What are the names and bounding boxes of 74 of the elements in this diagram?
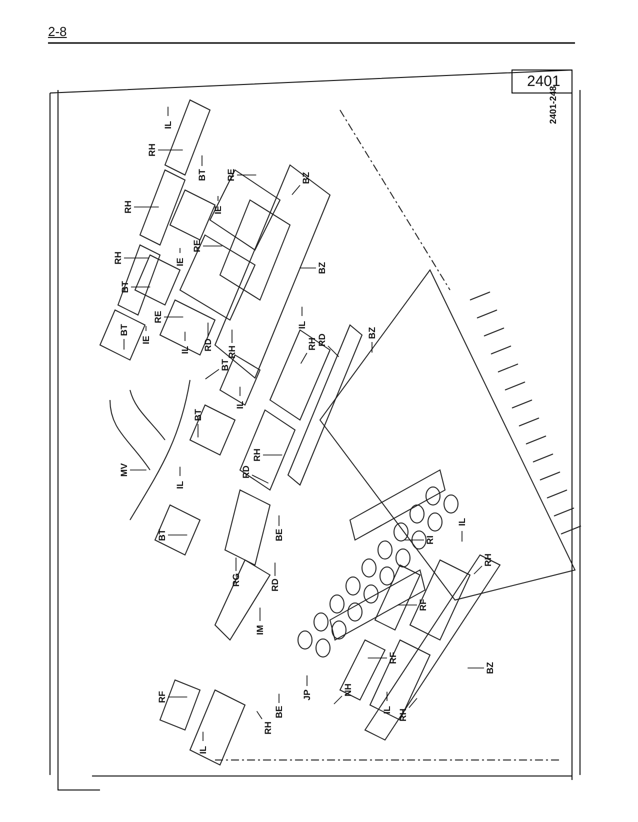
callout-label: IL [297, 321, 307, 329]
leader-line [397, 604, 418, 606]
callout-label: RD [270, 578, 280, 592]
leader-line [256, 710, 262, 720]
callout-label: JP [302, 690, 312, 700]
callout-label: IL [163, 121, 173, 129]
leader-line [252, 474, 269, 484]
callout-label: IE [213, 206, 223, 214]
callout-label: IE [141, 336, 151, 344]
callout-label: BZ [301, 172, 311, 184]
leader-line [130, 286, 151, 288]
callout-label: RE [153, 310, 163, 324]
callout-label: RD [203, 338, 213, 352]
callout-label: IL [175, 481, 185, 489]
callout-label: BT [197, 169, 207, 181]
leader-line [236, 174, 257, 176]
leader-line [262, 454, 283, 456]
callout-label: RH [113, 252, 123, 264]
callout-label: BT [193, 409, 203, 421]
callout-label: MV [119, 463, 129, 477]
callout-label: RF [157, 691, 167, 703]
callout-label: IL [235, 401, 245, 409]
leader-line [168, 534, 188, 536]
leader-line [408, 698, 418, 708]
callout-label: BT [119, 324, 129, 336]
callout-label: IL [180, 346, 190, 354]
leader-line [386, 691, 388, 702]
callout-label: RE [226, 168, 236, 182]
callout-label: RF [418, 599, 428, 611]
leader-line [292, 184, 300, 196]
leader-line [278, 693, 280, 704]
leader-line [300, 352, 308, 364]
callout-label: RD [317, 334, 327, 346]
callout-label: BZ [485, 662, 495, 674]
callout-label: BE [274, 528, 284, 542]
callout-label: IL [198, 746, 208, 754]
callout-label: RH [147, 144, 157, 156]
callout-label: RH [252, 448, 262, 462]
callout-label: RG [231, 573, 241, 587]
leader-line [184, 331, 186, 342]
drawing-number: 2401-248 [548, 86, 558, 124]
callout-label: RI [425, 536, 435, 544]
callout-label: BT [220, 359, 230, 371]
callout-label: BE [274, 706, 284, 718]
callout-label: IL [457, 518, 467, 526]
callout-label: NH [343, 684, 353, 696]
callout-label: RF [388, 652, 398, 664]
callout-label: BZ [317, 262, 327, 274]
leader-line [205, 368, 220, 380]
callout-label: IL [382, 706, 392, 714]
callout-label: RH [483, 554, 493, 566]
callout-label: RH [123, 200, 133, 214]
leader-line [168, 696, 188, 698]
leader-line [328, 346, 340, 358]
callout-label: RE [192, 240, 202, 252]
callout-label: BT [120, 281, 130, 293]
leader-line [474, 566, 482, 574]
callout-label: IE [175, 258, 185, 266]
callout-label: BT [157, 529, 167, 541]
callout-label: RH [398, 708, 408, 722]
leader-line [334, 696, 342, 704]
callout-label: RH [307, 338, 317, 350]
callout-label: RH [227, 346, 237, 358]
leader-line [274, 562, 276, 576]
leader-line [134, 206, 160, 208]
leader-line [202, 731, 204, 742]
page-number: 2-8 [48, 24, 67, 39]
callout-label: RH [263, 722, 273, 734]
callout-label: RD [241, 466, 251, 478]
leader-line [306, 675, 308, 686]
leader-line [164, 316, 184, 318]
callout-label: BZ [367, 327, 377, 339]
callout-label: IM [255, 625, 265, 635]
leader-line [278, 515, 280, 526]
